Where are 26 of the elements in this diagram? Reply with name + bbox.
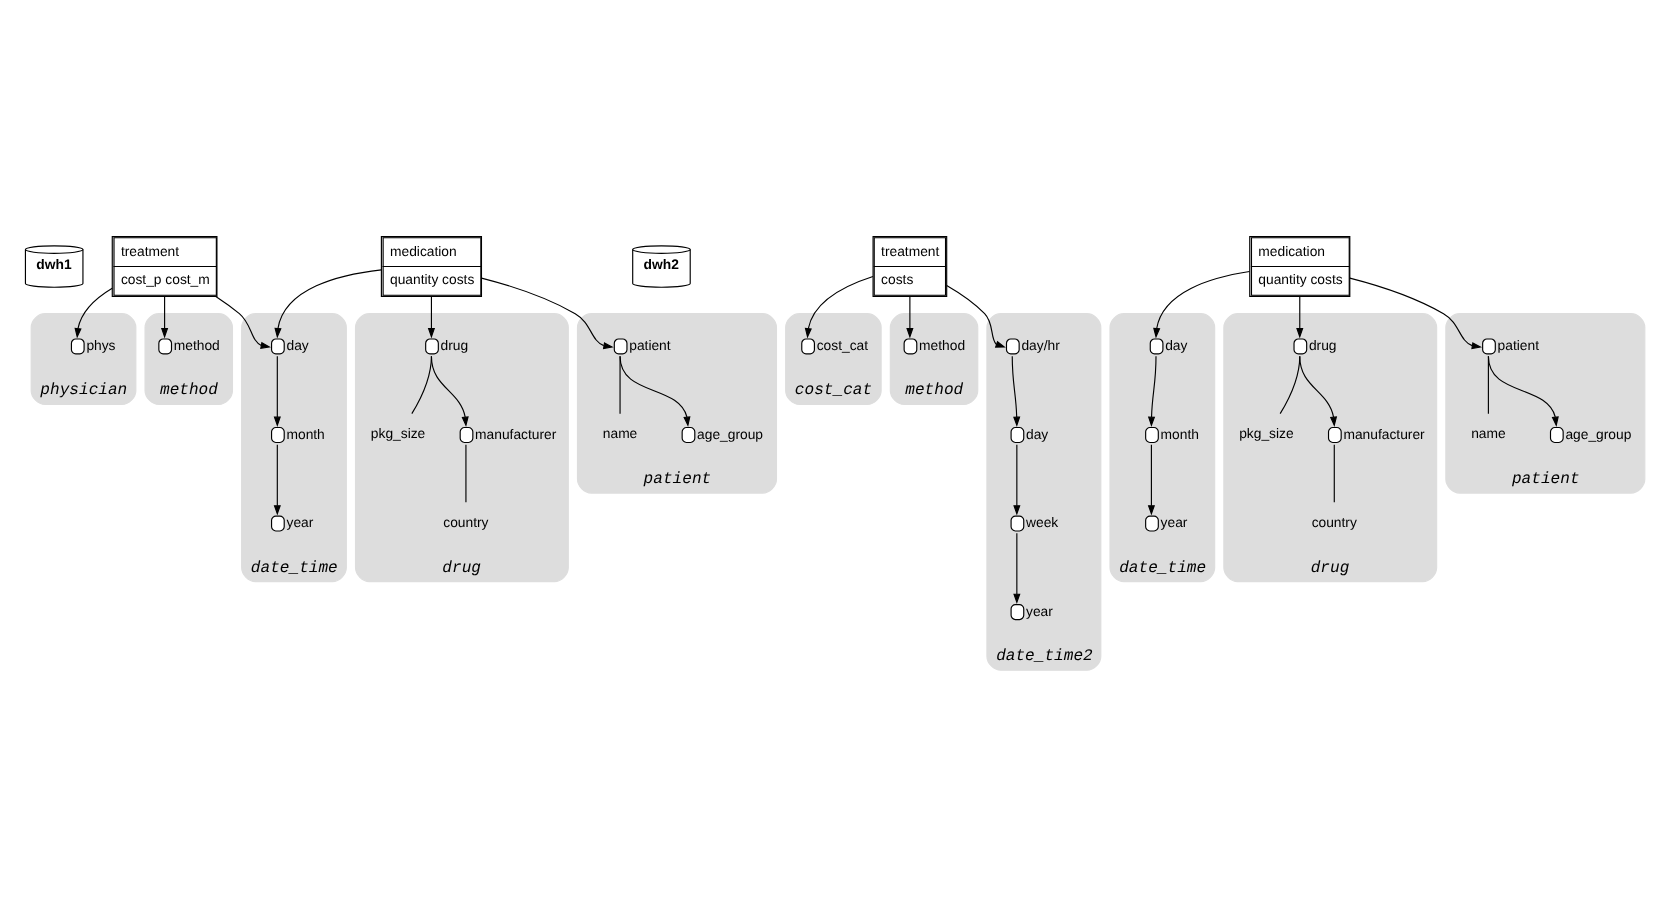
arrow (1013, 443, 1021, 515)
arrow (1153, 269, 1251, 338)
arrow (74, 286, 113, 338)
arrow (1349, 276, 1483, 349)
arrow (160, 294, 169, 338)
connector (1333, 443, 1335, 502)
arrow (1147, 443, 1156, 515)
arrow (619, 354, 691, 426)
arrow (1296, 294, 1304, 338)
arrow (804, 274, 874, 338)
arrow (946, 283, 1006, 347)
arrow (1487, 354, 1559, 426)
arrow (215, 294, 271, 348)
arrow (1013, 531, 1021, 604)
arrow (1299, 354, 1338, 426)
arrow (273, 443, 281, 515)
arrow (480, 276, 614, 349)
connector (619, 354, 621, 414)
arrow (273, 354, 281, 426)
arrow (427, 294, 436, 338)
arrow (274, 268, 382, 338)
arrow (430, 354, 469, 426)
connector (465, 443, 467, 502)
arrow (906, 294, 914, 338)
arrow (1011, 354, 1021, 426)
arrow (1147, 354, 1157, 426)
